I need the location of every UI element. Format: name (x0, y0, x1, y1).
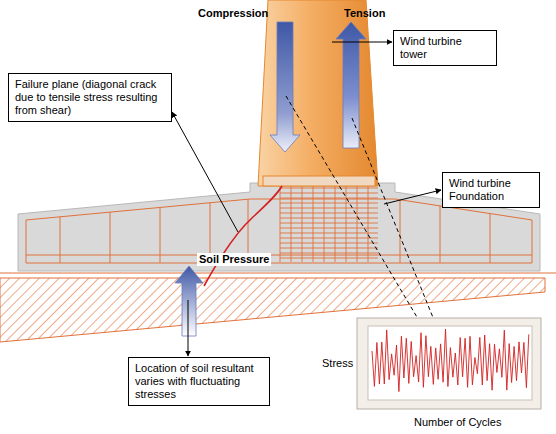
axis-label: Stress (322, 357, 353, 370)
callout-box: Failure plane (diagonal crack due to ten… (8, 73, 172, 122)
compression-arrow (270, 22, 300, 152)
dashed-pointer (286, 96, 440, 356)
leader-line (384, 190, 441, 204)
leader-line (172, 112, 238, 232)
force-label: Tension (344, 7, 385, 20)
chart-plot (368, 326, 532, 400)
leader-line (332, 42, 392, 43)
callout-box: Wind turbine Foundation (442, 172, 540, 208)
callout-box: Location of soil resultant varies with f… (128, 357, 270, 406)
force-label: Compression (198, 7, 268, 20)
axis-label: Number of Cycles (414, 416, 501, 429)
tower-shaft (258, 0, 378, 186)
dashed-pointer (352, 118, 447, 352)
callout-text: Wind turbine Foundation (449, 177, 533, 203)
chart-frame (357, 318, 541, 409)
pressure-label: Soil Pressure (197, 253, 271, 266)
stress-history (372, 329, 529, 392)
soil-pressure-arrow (175, 266, 203, 336)
tension-arrow (336, 22, 366, 148)
tower-flange (263, 176, 375, 186)
callout-text: Location of soil resultant varies with f… (135, 362, 263, 401)
callout-text: Wind turbine tower (400, 35, 490, 61)
ground-line (0, 273, 556, 274)
anchor-cage (280, 186, 378, 262)
callout-box: Wind turbine tower (393, 30, 497, 66)
leader-line (188, 300, 189, 356)
rebar-stirrups (60, 199, 490, 263)
failure-crack (204, 186, 282, 286)
rebar (26, 199, 532, 263)
callout-text: Failure plane (diagonal crack due to ten… (15, 78, 165, 117)
